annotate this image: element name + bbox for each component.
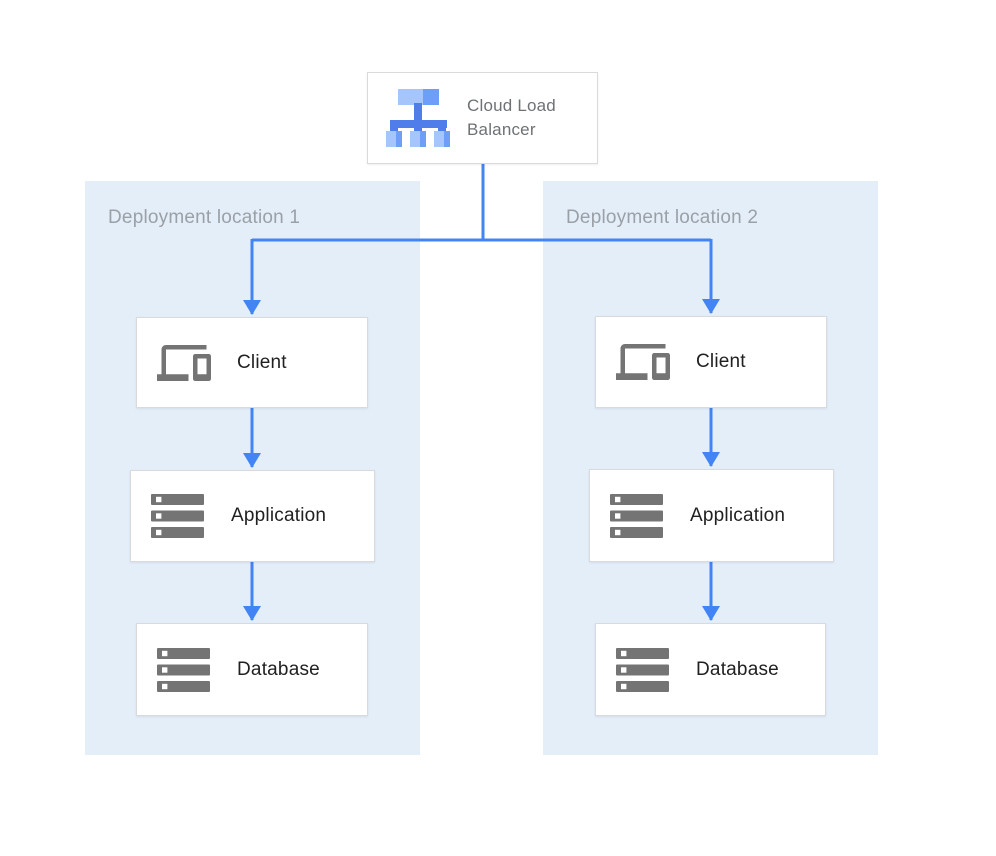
node-label: Application	[231, 505, 327, 526]
server-stack-icon	[616, 647, 669, 692]
node-client-2: Client	[595, 316, 827, 408]
node-label: Application	[690, 504, 786, 526]
node-label: Client	[237, 351, 287, 373]
deployment-panel-1-label: Deployment location 1	[108, 207, 301, 228]
deployment-panel-2-label: Deployment location 2	[566, 207, 759, 228]
node-label-load-balancer: Cloud Load Balancer	[467, 96, 556, 139]
node-label: Database	[696, 658, 779, 680]
server-stack-icon	[157, 647, 210, 692]
node-client-1: Client	[136, 317, 368, 408]
server-stack-icon	[610, 493, 663, 538]
cloud-load-balancer-icon	[386, 89, 450, 147]
server-stack-icon	[151, 494, 204, 538]
node-label: Client	[696, 351, 746, 372]
node-application-2: Application	[589, 469, 834, 562]
node-cloud-load-balancer: Cloud Load Balancer	[367, 72, 598, 164]
client-devices-icon	[616, 344, 670, 380]
client-devices-icon	[157, 344, 211, 381]
node-application-1: Application	[130, 470, 375, 562]
node-database-2: Database	[595, 623, 826, 716]
node-label: Database	[237, 658, 320, 680]
node-database-1: Database	[136, 623, 368, 716]
